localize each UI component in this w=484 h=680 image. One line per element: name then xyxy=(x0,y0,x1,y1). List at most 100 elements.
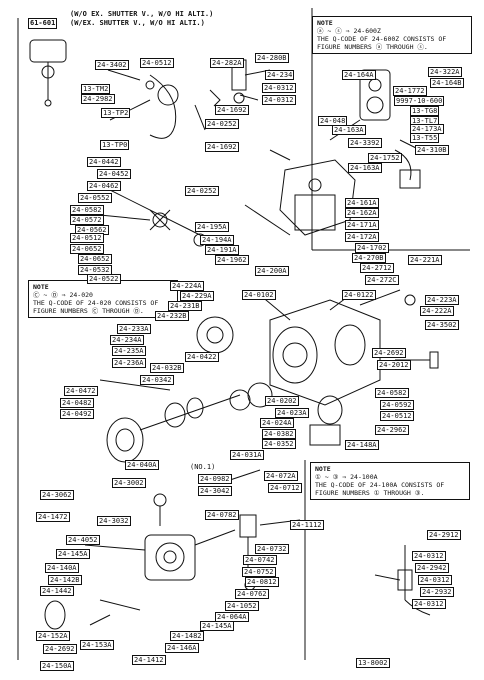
part-number-label[interactable]: 24-1752 xyxy=(368,153,402,163)
part-number-label[interactable]: 24-0732 xyxy=(255,544,289,554)
part-number-label[interactable]: 24-0482 xyxy=(60,398,94,408)
part-number-label[interactable]: 24-233A xyxy=(117,324,151,334)
part-number-label[interactable]: 24-280B xyxy=(255,53,289,63)
part-number-label[interactable]: 24-2692 xyxy=(372,348,406,358)
part-number-label[interactable]: 24-223A xyxy=(425,295,459,305)
part-number-label[interactable]: 24-229A xyxy=(180,291,214,301)
part-number-label[interactable]: (NO.1) xyxy=(190,463,216,471)
part-number-label[interactable]: 24-195A xyxy=(195,222,229,232)
part-number-label[interactable]: 24-1692 xyxy=(205,142,239,152)
part-number-label[interactable]: 24-0312 xyxy=(262,83,296,93)
ref-box-61-601[interactable]: 61-601 xyxy=(28,18,58,29)
part-number-label[interactable]: 24-145A xyxy=(56,549,90,559)
part-number-label[interactable]: 24-164A xyxy=(342,70,376,80)
part-number-label[interactable]: 24-231B xyxy=(168,301,202,311)
part-number-label[interactable]: 24-0102 xyxy=(242,290,276,300)
part-number-label[interactable]: 24-0442 xyxy=(87,157,121,167)
part-number-label[interactable]: 24-0752 xyxy=(242,567,276,577)
part-number-label[interactable]: 24-164B xyxy=(430,78,464,88)
part-number-label[interactable]: 24-2912 xyxy=(427,530,461,540)
part-number-label[interactable]: 24-0452 xyxy=(97,169,131,179)
part-number-label[interactable]: 24-0312 xyxy=(412,551,446,561)
part-number-label[interactable]: 24-162A xyxy=(345,208,379,218)
part-number-label[interactable]: 24-322A xyxy=(428,67,462,77)
part-number-label[interactable]: 24-235A xyxy=(112,346,146,356)
part-number-label[interactable]: 24-310B xyxy=(415,145,449,155)
part-number-label[interactable]: 24-270B xyxy=(352,253,386,263)
part-number-label[interactable]: 24-031A xyxy=(230,450,264,460)
part-number-label[interactable]: 24-3042 xyxy=(198,486,232,496)
part-number-label[interactable]: 24-172A xyxy=(345,232,379,242)
part-number-label[interactable]: 24-163A xyxy=(332,125,366,135)
part-number-label[interactable]: 24-194A xyxy=(200,235,234,245)
part-number-label[interactable]: 24-1472 xyxy=(36,512,70,522)
part-number-label[interactable]: 24-0122 xyxy=(342,290,376,300)
part-number-label[interactable]: 24-0252 xyxy=(205,119,239,129)
part-number-label[interactable]: 24-3392 xyxy=(348,138,382,148)
part-number-label[interactable]: 24-236A xyxy=(112,358,146,368)
part-number-label[interactable]: 24-0652 xyxy=(78,254,112,264)
part-number-label[interactable]: 24-0982 xyxy=(198,474,232,484)
part-number-label[interactable]: 13-TG8 xyxy=(410,106,440,116)
part-number-label[interactable]: 24-024A xyxy=(260,418,294,428)
part-number-label[interactable]: 24-0352 xyxy=(262,439,296,449)
part-number-label[interactable]: 24-161A xyxy=(345,198,379,208)
part-number-label[interactable]: 24-0312 xyxy=(262,95,296,105)
part-number-label[interactable]: 24-2012 xyxy=(377,360,411,370)
part-number-label[interactable]: 24-0312 xyxy=(418,575,452,585)
part-number-label[interactable]: 24-234 xyxy=(265,70,295,80)
part-number-label[interactable]: 13-TP0 xyxy=(100,140,130,150)
part-number-label[interactable]: 24-0462 xyxy=(87,181,121,191)
part-number-label[interactable]: 24-0782 xyxy=(205,510,239,520)
part-number-label[interactable]: 24-0812 xyxy=(245,577,279,587)
part-number-label[interactable]: 24-0582 xyxy=(70,205,104,215)
part-number-label[interactable]: 13-TM2 xyxy=(81,84,111,94)
part-number-label[interactable]: 24-023A xyxy=(275,408,309,418)
part-number-label[interactable]: 24-0342 xyxy=(140,375,174,385)
part-number-label[interactable]: 24-0512 xyxy=(380,411,414,421)
part-number-label[interactable]: 24-072A xyxy=(264,471,298,481)
part-number-label[interactable]: 24-0492 xyxy=(60,409,94,419)
part-number-label[interactable]: 24-3032 xyxy=(97,516,131,526)
part-number-label[interactable]: 24-140A xyxy=(45,563,79,573)
part-number-label[interactable]: 13-8002 xyxy=(356,658,390,668)
part-number-label[interactable]: 24-224A xyxy=(170,281,204,291)
part-number-label[interactable]: 24-232B xyxy=(155,311,189,321)
part-number-label[interactable]: 24-0582 xyxy=(375,388,409,398)
part-number-label[interactable]: 24-3002 xyxy=(112,478,146,488)
part-number-label[interactable]: 24-234A xyxy=(110,335,144,345)
part-number-label[interactable]: 24-1442 xyxy=(40,586,74,596)
part-number-label[interactable]: 24-282A xyxy=(210,58,244,68)
part-number-label[interactable]: 24-2692 xyxy=(43,644,77,654)
part-number-label[interactable]: 24-0572 xyxy=(70,215,104,225)
part-number-label[interactable]: 13-T55 xyxy=(410,133,440,143)
part-number-label[interactable]: 24-3502 xyxy=(425,320,459,330)
part-number-label[interactable]: 24-0742 xyxy=(243,555,277,565)
part-number-label[interactable]: 24-1692 xyxy=(215,105,249,115)
part-number-label[interactable]: 9997-10-600 xyxy=(394,96,445,106)
part-number-label[interactable]: 24-152A xyxy=(36,631,70,641)
part-number-label[interactable]: 24-0382 xyxy=(262,429,296,439)
part-number-label[interactable]: 24-1772 xyxy=(393,86,427,96)
part-number-label[interactable]: 24-0552 xyxy=(78,193,112,203)
part-number-label[interactable]: 24-1962 xyxy=(215,255,249,265)
part-number-label[interactable]: 24-2962 xyxy=(375,425,409,435)
part-number-label[interactable]: 24-3402 xyxy=(95,60,129,70)
part-number-label[interactable]: 24-191A xyxy=(205,245,239,255)
part-number-label[interactable]: 24-1112 xyxy=(290,520,324,530)
part-number-label[interactable]: 24-0512 xyxy=(70,233,104,243)
part-number-label[interactable]: 24-2932 xyxy=(420,587,454,597)
part-number-label[interactable]: 24-0522 xyxy=(87,274,121,284)
part-number-label[interactable]: 24-3062 xyxy=(40,490,74,500)
part-number-label[interactable]: 24-1702 xyxy=(355,243,389,253)
part-number-label[interactable]: 24-171A xyxy=(345,220,379,230)
part-number-label[interactable]: 24-0202 xyxy=(265,396,299,406)
part-number-label[interactable]: 24-200A xyxy=(255,266,289,276)
part-number-label[interactable]: 24-148A xyxy=(345,440,379,450)
part-number-label[interactable]: 24-0472 xyxy=(64,386,98,396)
part-number-label[interactable]: 24-2982 xyxy=(81,94,115,104)
part-number-label[interactable]: 24-272C xyxy=(365,275,399,285)
part-number-label[interactable]: 24-1052 xyxy=(225,601,259,611)
part-number-label[interactable]: 24-0422 xyxy=(185,352,219,362)
part-number-label[interactable]: 24-0652 xyxy=(70,244,104,254)
